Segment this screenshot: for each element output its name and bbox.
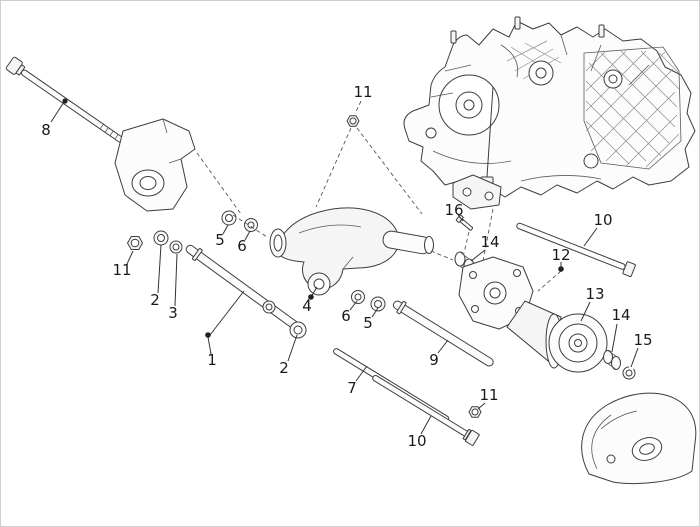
part-screw-16 [455, 214, 474, 231]
part-guard-right [581, 392, 697, 484]
callout-7[interactable]: 7 [347, 379, 357, 397]
callout-5-right[interactable]: 5 [363, 314, 373, 332]
callout-6-left[interactable]: 6 [237, 237, 247, 255]
diagram-artwork [5, 16, 697, 484]
part-bolt-10-bottom [372, 374, 480, 446]
part-ring-5-right [370, 296, 386, 312]
callout-8[interactable]: 8 [41, 121, 51, 139]
callout-9[interactable]: 9 [429, 351, 439, 369]
callout-10-bottom[interactable]: 10 [407, 432, 426, 450]
callout-12[interactable]: 12 [551, 246, 570, 264]
callout-1[interactable]: 1 [207, 351, 217, 369]
part-ring-5-left [221, 210, 237, 226]
callout-2-bottom[interactable]: 2 [279, 359, 289, 377]
part-roller-13 [506, 300, 608, 373]
callout-14-upper[interactable]: 14 [480, 233, 499, 251]
callout-3[interactable]: 3 [168, 304, 178, 322]
part-rod-10-right [516, 222, 636, 278]
callout-2-left[interactable]: 2 [150, 291, 160, 309]
callout-11-left[interactable]: 11 [112, 261, 131, 279]
callout-15[interactable]: 15 [633, 331, 652, 349]
callout-11-bottom[interactable]: 11 [479, 386, 498, 404]
part-ring-6-right [351, 290, 365, 304]
callout-14-lower[interactable]: 14 [611, 306, 630, 324]
part-bushing-14-lower [603, 350, 621, 370]
callout-4[interactable]: 4 [302, 297, 312, 315]
construction-lines [196, 127, 562, 292]
part-ring-6-left [244, 218, 258, 232]
part-cover-left [114, 118, 196, 212]
callout-5-left[interactable]: 5 [215, 231, 225, 249]
part-nut-11-left [127, 236, 143, 250]
callout-6-right[interactable]: 6 [341, 307, 351, 325]
callout-11-top[interactable]: 11 [353, 83, 372, 101]
part-engine-crankcase [403, 16, 696, 210]
callout-13[interactable]: 13 [585, 285, 604, 303]
part-nut-11-top [346, 115, 360, 127]
callout-10-right[interactable]: 10 [593, 211, 612, 229]
part-nut-11-bottom [468, 406, 482, 418]
part-rod-9 [392, 300, 494, 367]
part-bushing-3 [169, 240, 183, 254]
callout-16[interactable]: 16 [444, 201, 463, 219]
part-ring-15 [622, 366, 636, 380]
callout-leader-lines [50, 98, 639, 435]
part-ring-2-left [153, 230, 169, 246]
callout-labels: 8 11 16 14 10 12 13 14 15 11 2 3 5 6 4 6… [41, 83, 652, 450]
part-bolt-8 [5, 56, 124, 143]
part-swingarm [269, 207, 434, 296]
part-ring-2-bottom [262, 300, 307, 339]
